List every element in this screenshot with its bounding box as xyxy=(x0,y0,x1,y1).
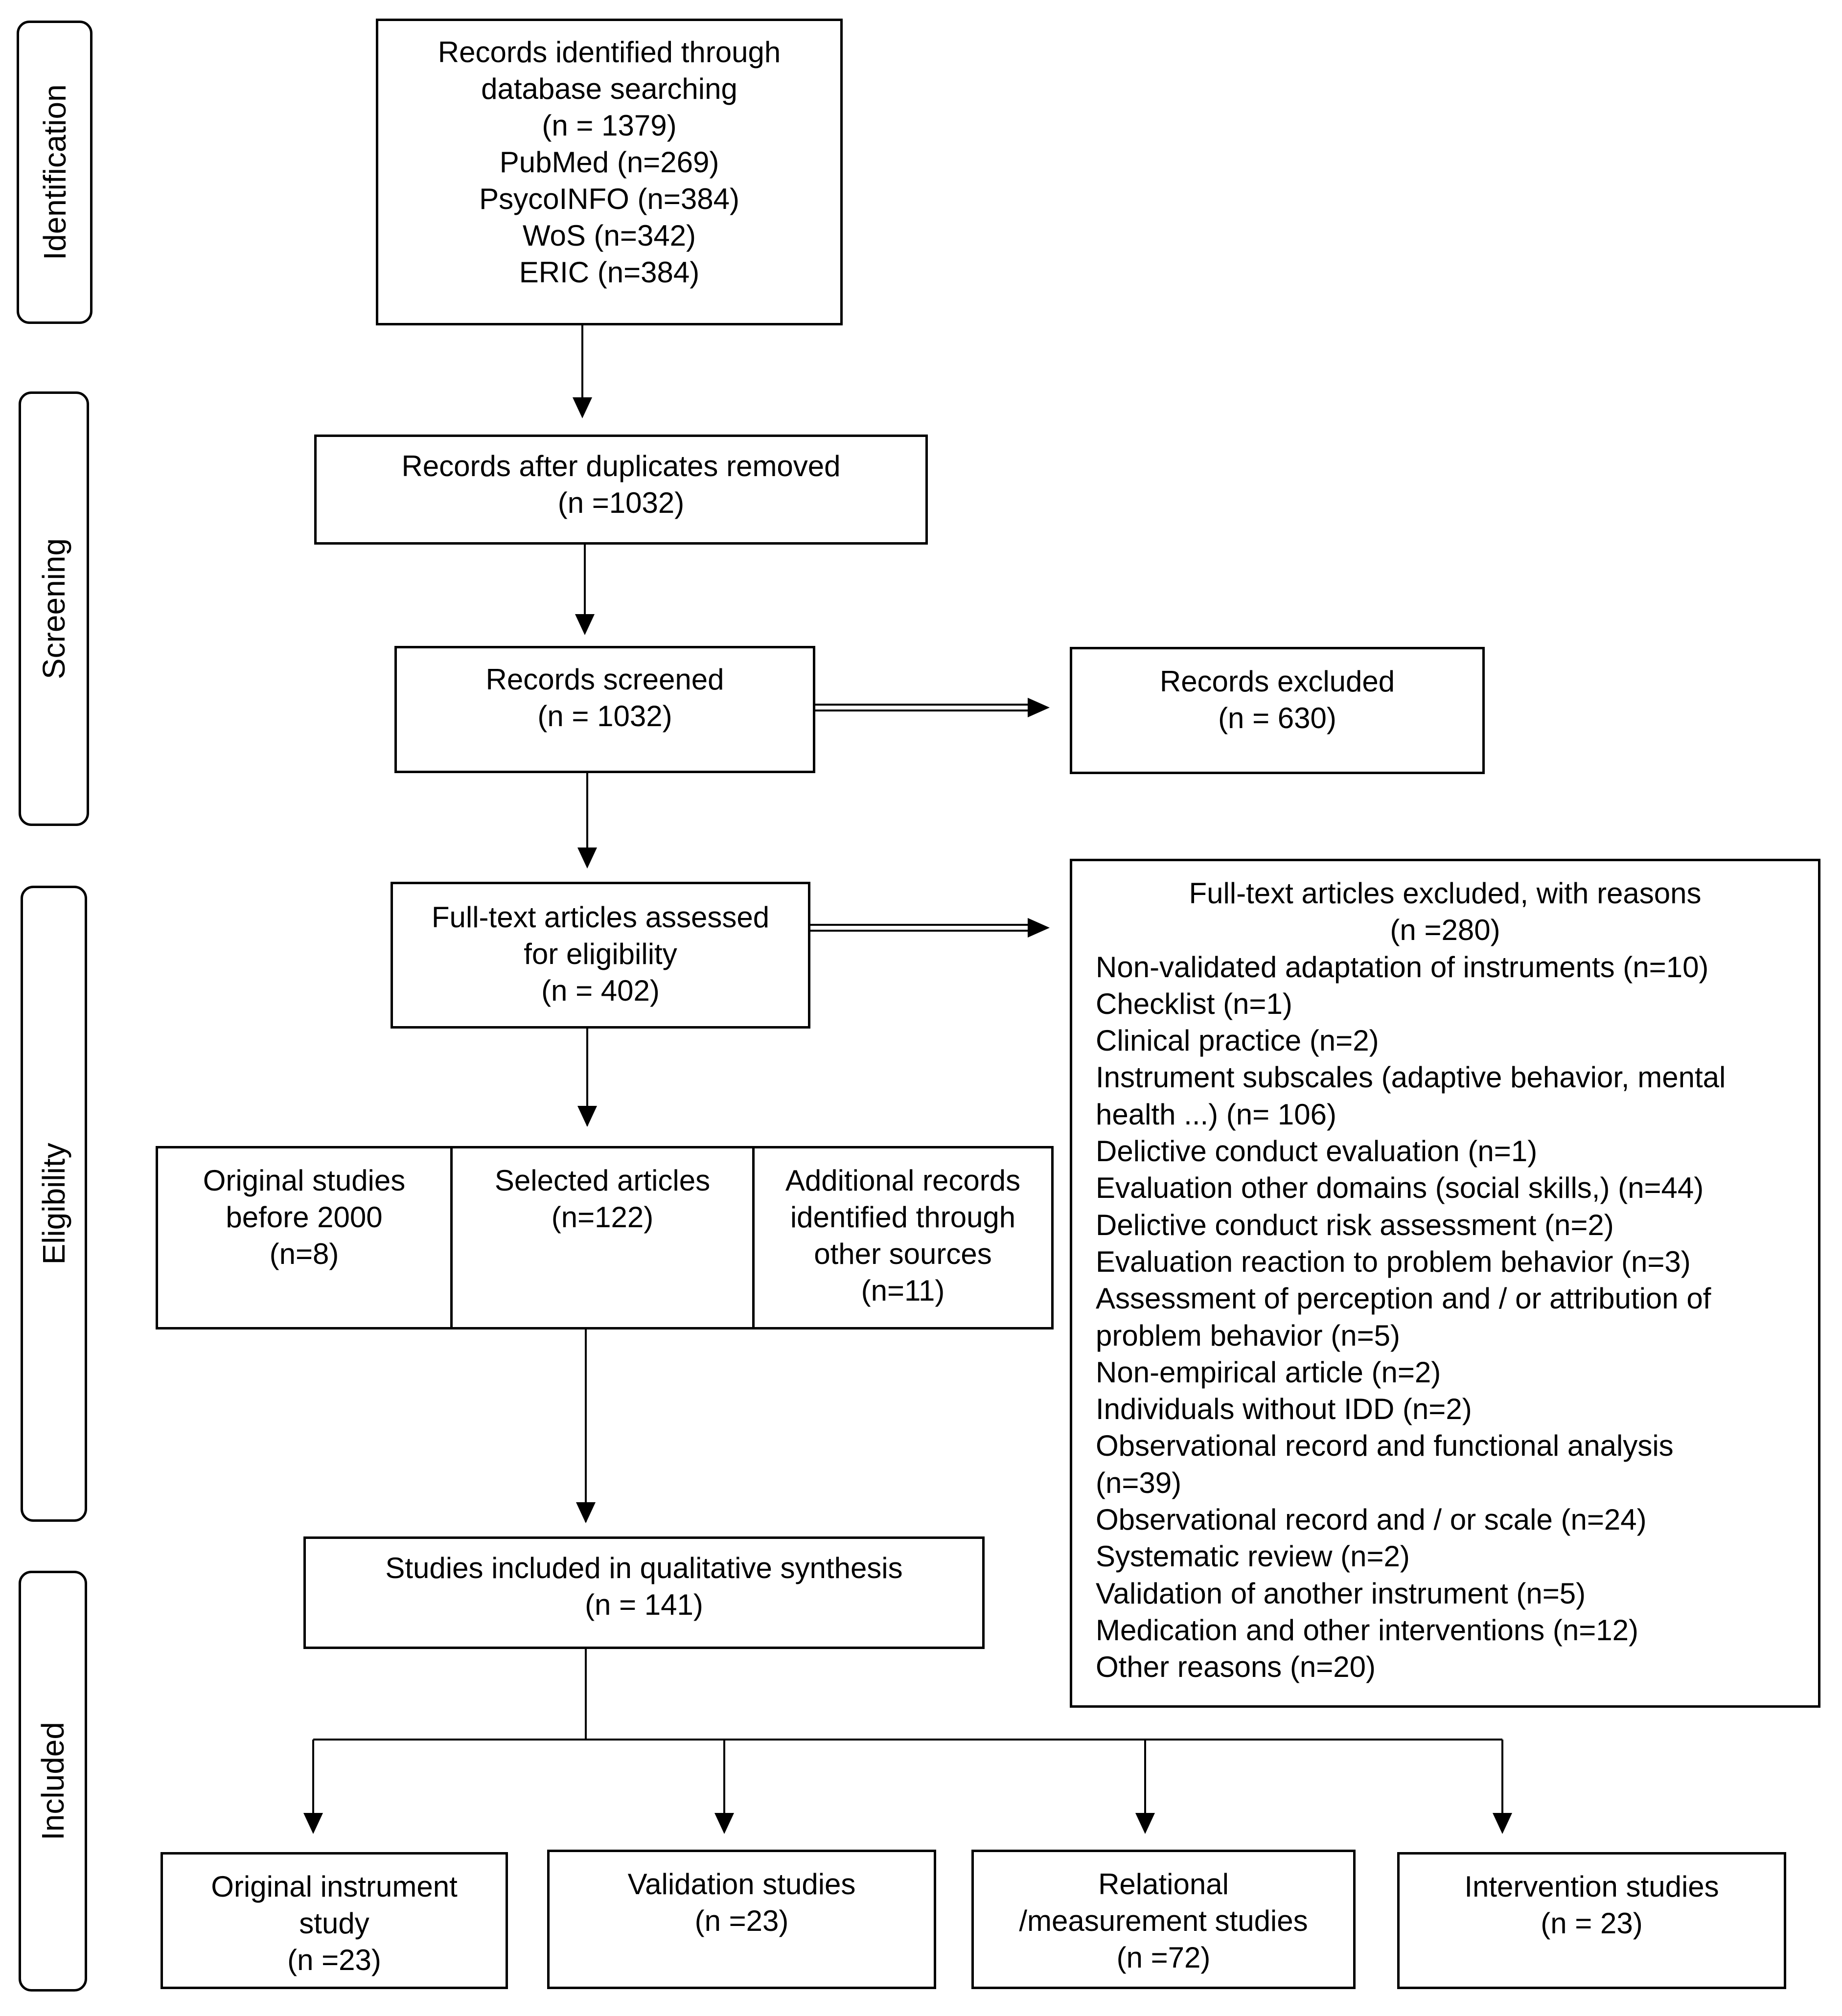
fulltext-excluded-heading: Full-text articles excluded, with reason… xyxy=(1189,877,1702,910)
intervention-studies-box: Intervention studies (n = 23) xyxy=(1397,1852,1786,1989)
exclusion-reason: Observational record and functional anal… xyxy=(1096,1429,1674,1463)
screened-line: Records screened xyxy=(485,663,724,696)
intervention-line: (n = 23) xyxy=(1541,1907,1643,1940)
fulltext-assessed-box: Full-text articles assessed for eligibil… xyxy=(391,882,810,1029)
duplicates-removed-box: Records after duplicates removed (n =103… xyxy=(314,435,928,545)
additional-line: Additional records xyxy=(785,1164,1021,1197)
relational-line: (n =72) xyxy=(1116,1941,1211,1974)
exclusion-reason: Instrument subscales (adaptive behavior,… xyxy=(1096,1061,1726,1094)
exclusion-reason: Evaluation other domains (social skills,… xyxy=(1096,1171,1704,1205)
exclusion-reason: Assessment of perception and / or attrib… xyxy=(1096,1282,1711,1315)
identification-stage: Identification xyxy=(17,21,92,324)
original-studies-box: Original studies before 2000 (n=8) xyxy=(156,1146,453,1329)
excluded-line: (n = 630) xyxy=(1218,702,1336,734)
exclusion-reason: Delictive conduct evaluation (n=1) xyxy=(1096,1135,1538,1168)
exclusion-reason: health ...) (n= 106) xyxy=(1096,1098,1336,1131)
duplicates-line: (n =1032) xyxy=(557,486,685,519)
original-studies-line: Original studies xyxy=(203,1164,406,1197)
arrowhead-icon xyxy=(1028,918,1050,938)
arrowhead-icon xyxy=(303,1813,323,1834)
exclusion-reason: problem behavior (n=5) xyxy=(1096,1319,1401,1352)
additional-line: other sources xyxy=(814,1237,992,1270)
selected-articles-box: Selected articles (n=122) xyxy=(450,1146,755,1329)
arrowhead-icon xyxy=(1493,1813,1512,1834)
exclusion-reason: Medication and other interventions (n=12… xyxy=(1096,1613,1639,1647)
original-studies-line: (n=8) xyxy=(269,1237,339,1270)
arrowhead-icon xyxy=(714,1813,734,1834)
exclusion-reason: Non-validated adaptation of instruments … xyxy=(1096,950,1709,984)
arrowhead-icon xyxy=(575,614,595,635)
screened-line: (n = 1032) xyxy=(537,700,672,733)
assessed-line: for eligibility xyxy=(524,938,677,970)
assessed-line: Full-text articles assessed xyxy=(431,901,770,934)
exclusion-reason: Individuals without IDD (n=2) xyxy=(1096,1393,1472,1426)
records-identified-box: Records identified through database sear… xyxy=(376,19,843,325)
records-screened-box: Records screened (n = 1032) xyxy=(394,646,815,773)
assessed-line: (n = 402) xyxy=(541,974,660,1007)
included-synthesis-line: Studies included in qualitative synthesi… xyxy=(385,1552,903,1584)
arrowhead-icon xyxy=(577,848,597,869)
exclusion-reason: Systematic review (n=2) xyxy=(1096,1540,1410,1573)
exclusion-reasons-list: Non-validated adaptation of instruments … xyxy=(1072,949,1818,1686)
identified-line: PsycoINFO (n=384) xyxy=(479,183,739,215)
included-synthesis-line: (n = 141) xyxy=(585,1588,703,1621)
fulltext-excluded-count: (n =280) xyxy=(1390,914,1500,947)
exclusion-reason: Clinical practice (n=2) xyxy=(1096,1024,1379,1057)
identified-line: ERIC (n=384) xyxy=(519,256,700,289)
relational-line: /measurement studies xyxy=(1019,1904,1308,1937)
exclusion-reason: Evaluation reaction to problem behavior … xyxy=(1096,1245,1691,1278)
identified-line: Records identified through xyxy=(437,36,781,69)
exclusion-reason: (n=39) xyxy=(1096,1466,1182,1499)
relational-studies-box: Relational /measurement studies (n =72) xyxy=(971,1850,1356,1989)
relational-line: Relational xyxy=(1098,1868,1229,1901)
validation-line: Validation studies xyxy=(627,1868,856,1901)
exclusion-reason: Other reasons (n=20) xyxy=(1096,1650,1376,1684)
identified-line: (n = 1379) xyxy=(542,109,677,142)
exclusion-reason: Observational record and / or scale (n=2… xyxy=(1096,1503,1647,1536)
arrowhead-icon xyxy=(1135,1813,1155,1834)
screening-stage: Screening xyxy=(19,391,89,826)
arrowhead-icon xyxy=(1028,698,1050,717)
arrowhead-icon xyxy=(573,397,592,418)
arrowhead-icon xyxy=(576,1502,596,1523)
eligibility-stage: Eligibility xyxy=(21,886,87,1522)
included-stage: Included xyxy=(19,1571,87,1992)
selected-line: (n=122) xyxy=(551,1201,654,1234)
identified-line: WoS (n=342) xyxy=(522,219,696,252)
identified-line: database searching xyxy=(481,72,737,105)
records-excluded-box: Records excluded (n = 630) xyxy=(1070,647,1485,774)
duplicates-line: Records after duplicates removed xyxy=(401,450,841,482)
original-studies-line: before 2000 xyxy=(226,1201,383,1234)
additional-line: (n=11) xyxy=(861,1274,945,1307)
intervention-line: Intervention studies xyxy=(1464,1870,1719,1903)
original-instrument-box: Original instrument study (n =23) xyxy=(161,1852,508,1989)
identified-line: PubMed (n=269) xyxy=(499,146,719,179)
additional-records-box: Additional records identified through ot… xyxy=(752,1146,1054,1329)
original-instrument-line: Original instrument xyxy=(211,1870,458,1903)
excluded-line: Records excluded xyxy=(1159,665,1395,698)
original-instrument-line: study xyxy=(299,1907,369,1940)
exclusion-reason: Validation of another instrument (n=5) xyxy=(1096,1577,1586,1610)
validation-line: (n =23) xyxy=(694,1904,789,1937)
selected-line: Selected articles xyxy=(494,1164,711,1197)
included-synthesis-box: Studies included in qualitative synthesi… xyxy=(303,1536,985,1649)
exclusion-reason: Non-empirical article (n=2) xyxy=(1096,1355,1441,1389)
exclusion-reason: Delictive conduct risk assessment (n=2) xyxy=(1096,1208,1614,1241)
fulltext-excluded-box: Full-text articles excluded, with reason… xyxy=(1070,859,1820,1708)
original-instrument-line: (n =23) xyxy=(287,1944,381,1976)
arrowhead-icon xyxy=(577,1106,597,1127)
exclusion-reason: Checklist (n=1) xyxy=(1096,987,1292,1020)
additional-line: identified through xyxy=(790,1201,1016,1234)
validation-studies-box: Validation studies (n =23) xyxy=(547,1850,936,1989)
